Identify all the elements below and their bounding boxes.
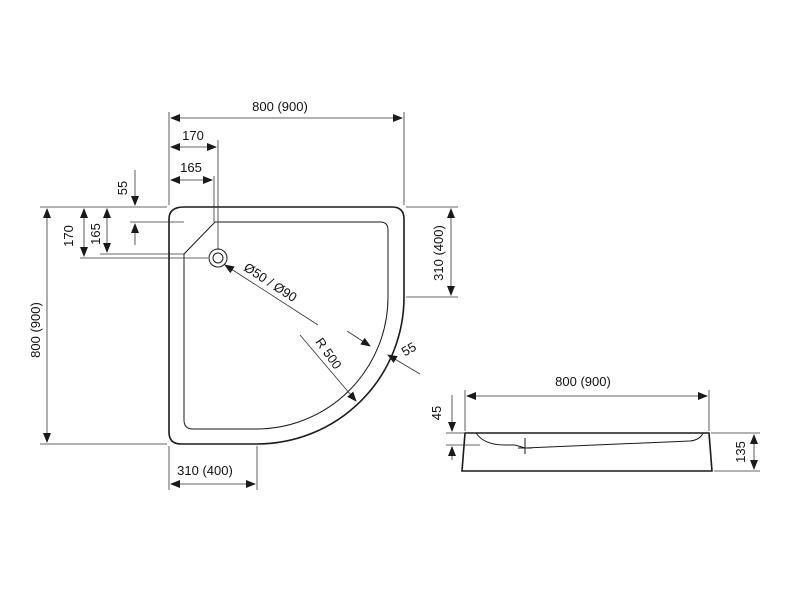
dim-165-vertical: 165 xyxy=(88,223,103,245)
dim-55-vertical: 55 xyxy=(115,181,130,195)
dim-bottom-straight: 310 (400) xyxy=(177,463,233,478)
dim-right-straight: 310 (400) xyxy=(431,225,446,281)
tray-outer-outline xyxy=(168,206,405,445)
dim-side-depth: 45 xyxy=(429,406,444,420)
dim-rim-width: 55 xyxy=(399,339,419,359)
dim-left-height: 800 (900) xyxy=(28,302,43,358)
dim-170-horizontal: 170 xyxy=(182,128,204,143)
dim-drain-diameter: Ø50 / Ø90 xyxy=(241,260,299,305)
plan-view: 800 (900) 170 165 55 170 165 800 (900) 3… xyxy=(28,99,458,490)
dim-side-height: 135 xyxy=(733,441,748,463)
tray-side-basin xyxy=(475,432,704,449)
drain-icon xyxy=(208,248,228,268)
dim-170-vertical: 170 xyxy=(61,225,76,247)
dim-top-width: 800 (900) xyxy=(252,99,308,114)
side-view: 800 (900) 45 135 xyxy=(429,374,760,472)
dim-side-width: 800 (900) xyxy=(555,374,611,389)
dim-radius: R 500 xyxy=(313,335,345,372)
tray-side-profile xyxy=(461,432,713,472)
tray-inner-outline xyxy=(183,221,389,430)
dim-165-horizontal: 165 xyxy=(180,160,202,175)
